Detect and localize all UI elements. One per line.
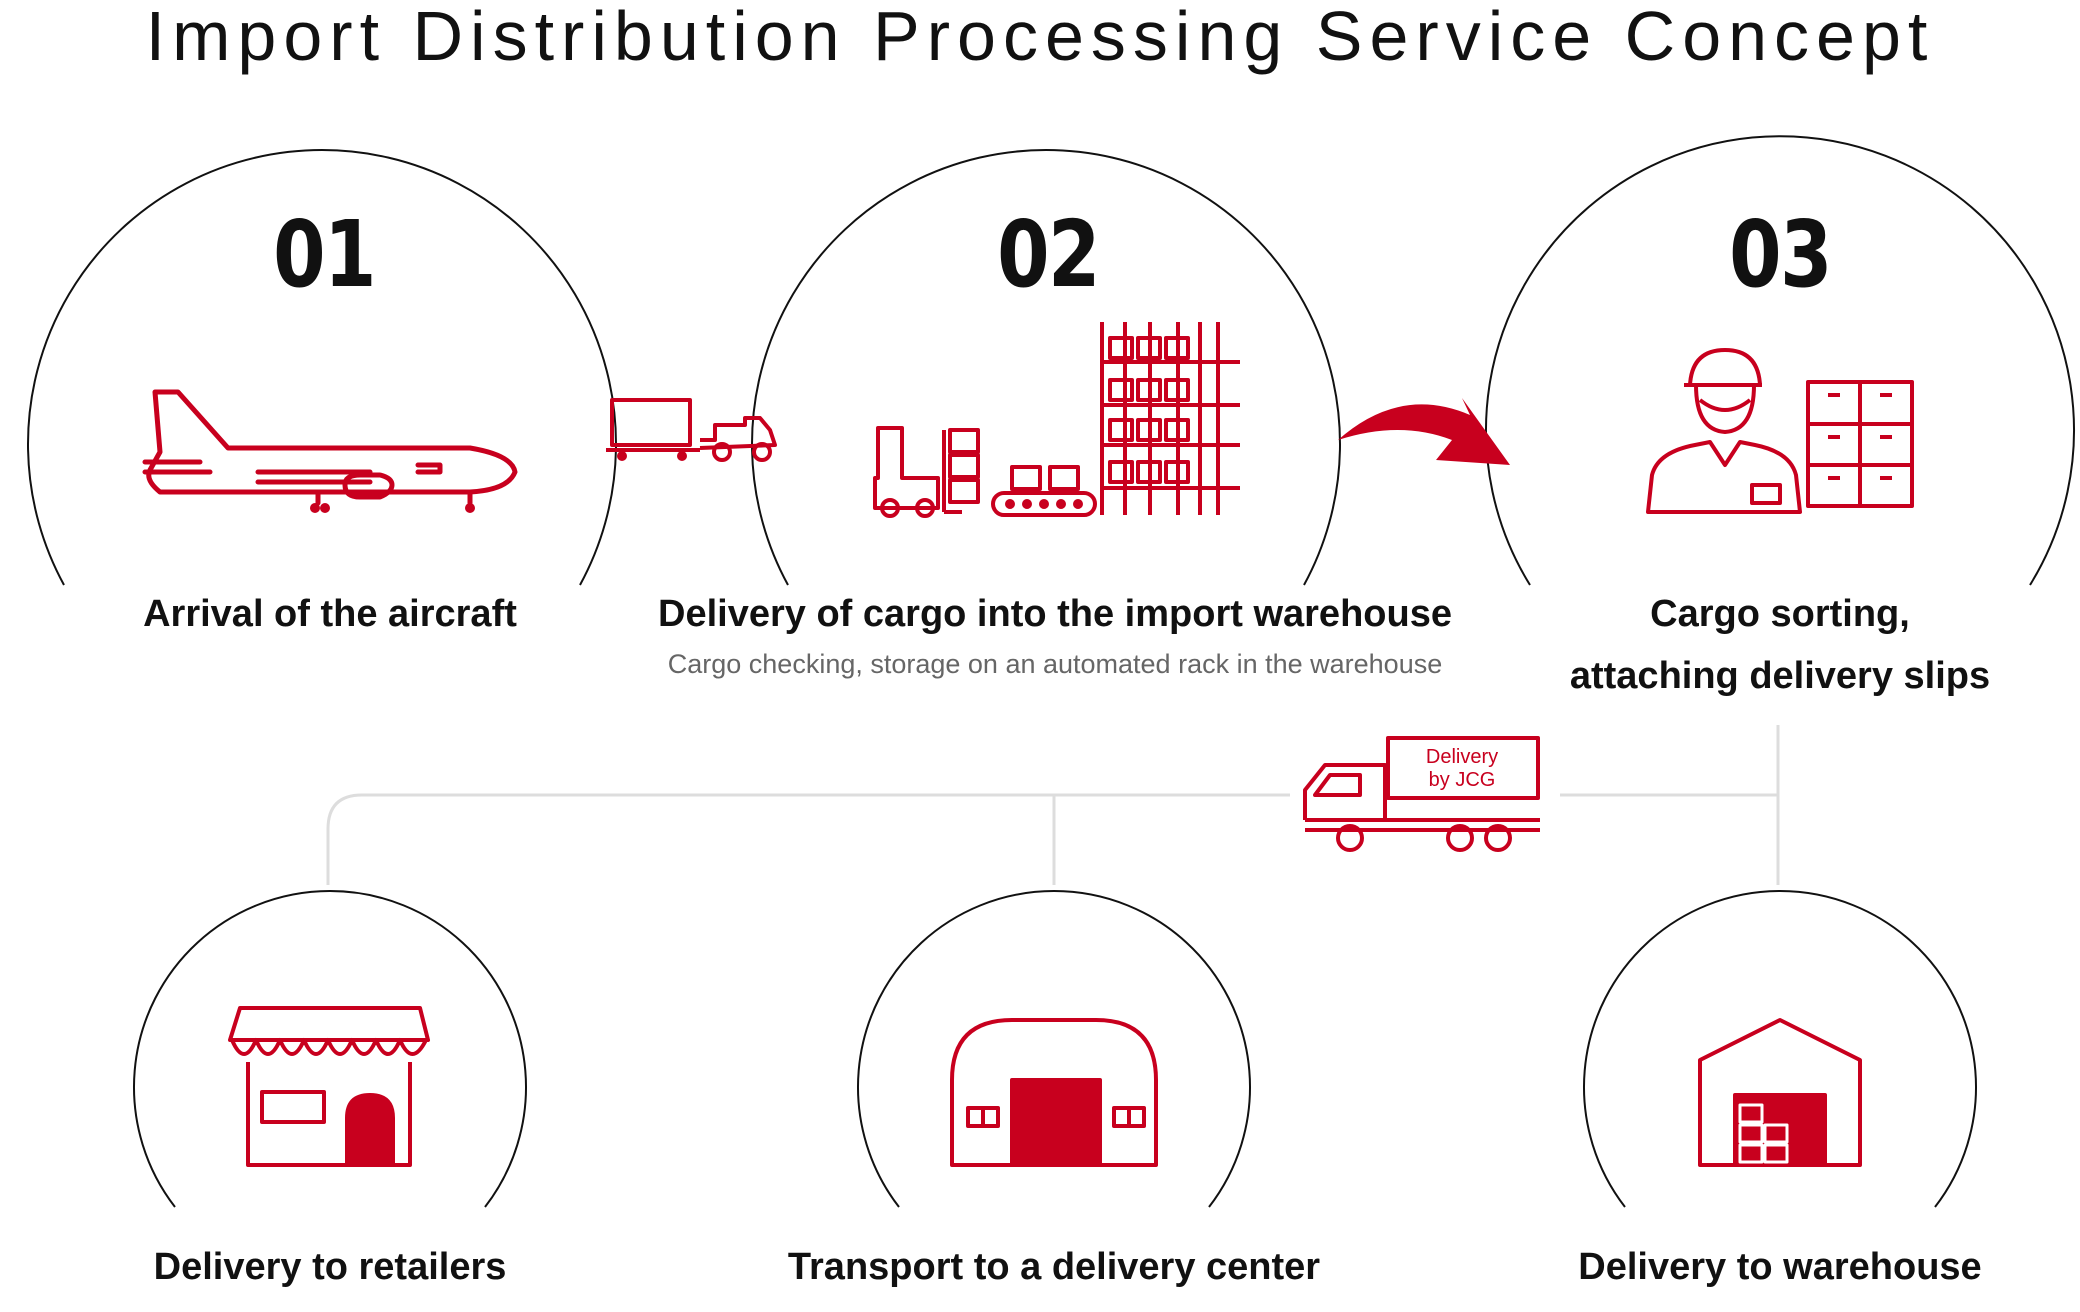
page-title: Import Distribution Processing Service C… — [145, 0, 1935, 75]
warehouse-icon — [1698, 1018, 1862, 1167]
delivery-truck-icon: Delivery by JCG — [1303, 736, 1540, 852]
worker-sorting-icon — [1646, 348, 1914, 514]
cargo-tug-icon — [606, 398, 777, 462]
truck-sign-line2: by JCG — [1429, 769, 1496, 791]
curved-arrow-icon — [1338, 398, 1510, 465]
store-icon — [228, 1006, 430, 1167]
dest-retailers-label: Delivery to retailers — [153, 1246, 507, 1288]
delivery-center-icon — [950, 1018, 1158, 1167]
step-02-number: 02 — [997, 201, 1100, 308]
dest-center-arc — [857, 890, 1251, 1208]
dest-retailers-arc — [133, 890, 527, 1208]
step-03-arc — [1485, 135, 2075, 586]
dest-warehouse-arc — [1583, 890, 1977, 1208]
step-03-number: 03 — [1729, 201, 1832, 308]
dest-warehouse-label: Delivery to warehouse — [1578, 1246, 1982, 1288]
step-01-number: 01 — [273, 201, 376, 308]
step-03-label-line1: Cargo sorting, — [1650, 593, 1910, 635]
truck-sign-line1: Delivery — [1426, 746, 1498, 768]
step-02-label: Delivery of cargo into the import wareho… — [658, 593, 1452, 635]
step-03-label-line2: attaching delivery slips — [1569, 655, 1991, 697]
connector-lines — [326, 725, 1780, 885]
dest-center-label: Transport to a delivery center — [787, 1246, 1321, 1288]
warehouse-rack-icon — [873, 322, 1240, 518]
step-01-arc — [27, 149, 617, 586]
airplane-icon — [142, 389, 518, 513]
step-02-sublabel: Cargo checking, storage on an automated … — [667, 649, 1443, 679]
step-01-label: Arrival of the aircraft — [143, 593, 517, 635]
step-02-arc — [751, 149, 1341, 586]
